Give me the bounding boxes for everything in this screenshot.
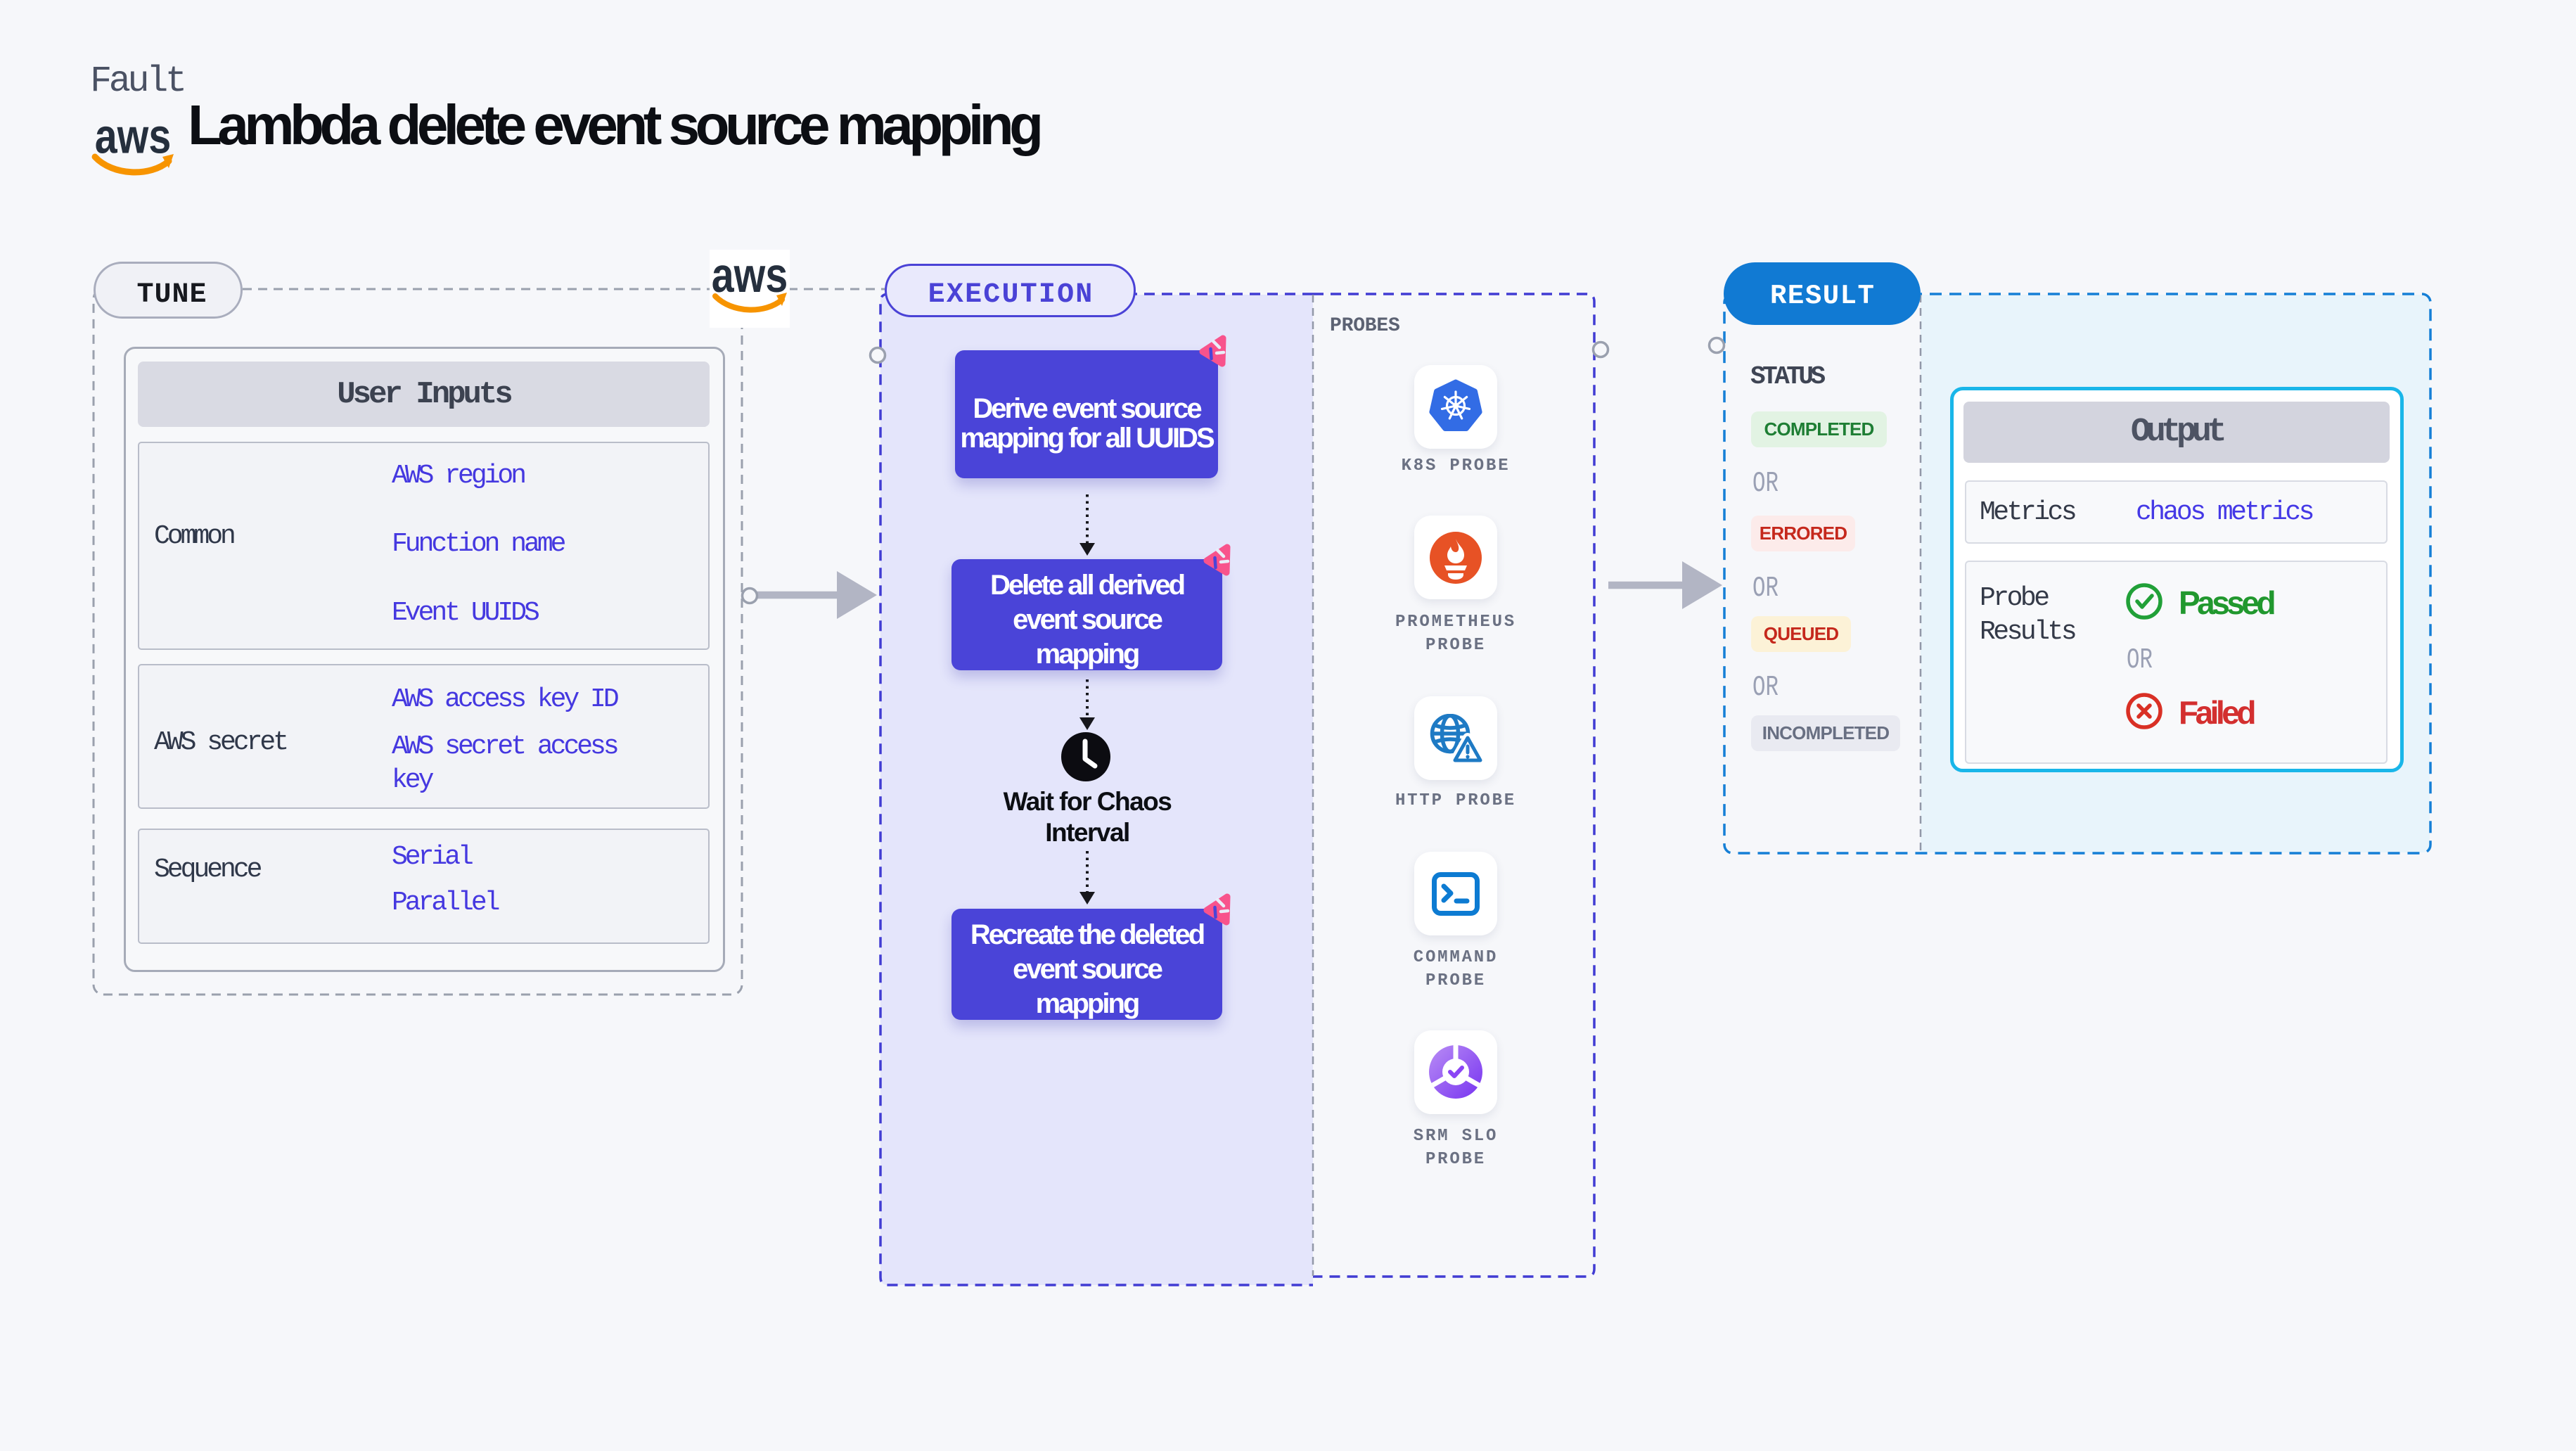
svg-text:aws: aws [95, 113, 171, 164]
svg-text:aws: aws [712, 250, 788, 302]
